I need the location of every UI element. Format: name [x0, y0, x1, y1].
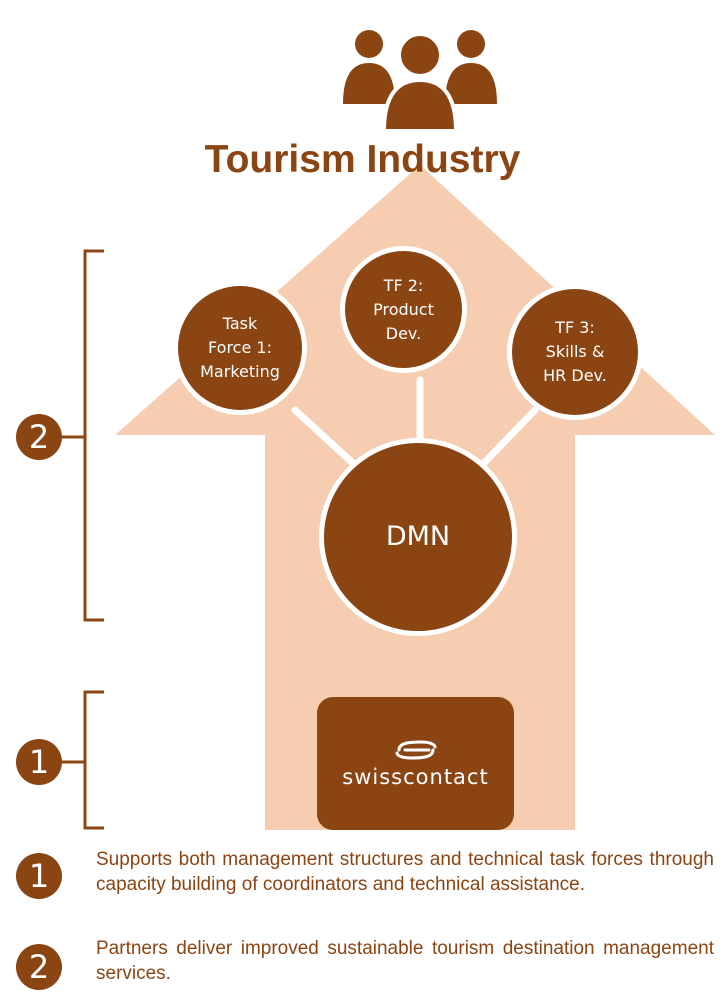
- bracket-2-badge: 2: [16, 414, 62, 460]
- bracket-2: [62, 249, 104, 622]
- legend-2-number: 2: [28, 948, 50, 986]
- bracket-1-badge: 1: [16, 739, 62, 785]
- swisscontact-swirl-icon: [395, 739, 436, 760]
- legend-2-badge: 2: [16, 944, 62, 990]
- task-force-1-label: Task Force 1: Marketing: [200, 314, 280, 381]
- connector-lines: [291, 376, 539, 469]
- dmn-hub-label: DMN: [385, 521, 451, 552]
- dmn-hub-node: DMN: [324, 443, 512, 631]
- legend-1-text: Supports both management structures and …: [96, 849, 714, 895]
- task-force-3-node: TF 3: Skills & HR Dev.: [512, 289, 638, 415]
- task-force-2-node: TF 2: Product Dev.: [345, 251, 462, 368]
- legend-1-badge: 1: [16, 853, 62, 899]
- task-force-1-node: Task Force 1: Marketing: [178, 286, 302, 410]
- swisscontact-logo-box: swisscontact: [317, 697, 514, 830]
- task-force-2-label: TF 2: Product Dev.: [373, 275, 434, 343]
- task-force-3-label: TF 3: Skills & HR Dev.: [543, 318, 607, 385]
- bracket-2-number: 2: [28, 418, 50, 456]
- page-title: Tourism Industry: [204, 138, 521, 181]
- legend-2-text: Partners deliver improved sustainable to…: [96, 938, 714, 984]
- people-group-icon: [343, 30, 497, 133]
- swisscontact-logo-text: swisscontact: [342, 764, 489, 789]
- bracket-1: [62, 690, 104, 830]
- bracket-1-number: 1: [28, 743, 50, 781]
- legend-1-number: 1: [28, 857, 50, 895]
